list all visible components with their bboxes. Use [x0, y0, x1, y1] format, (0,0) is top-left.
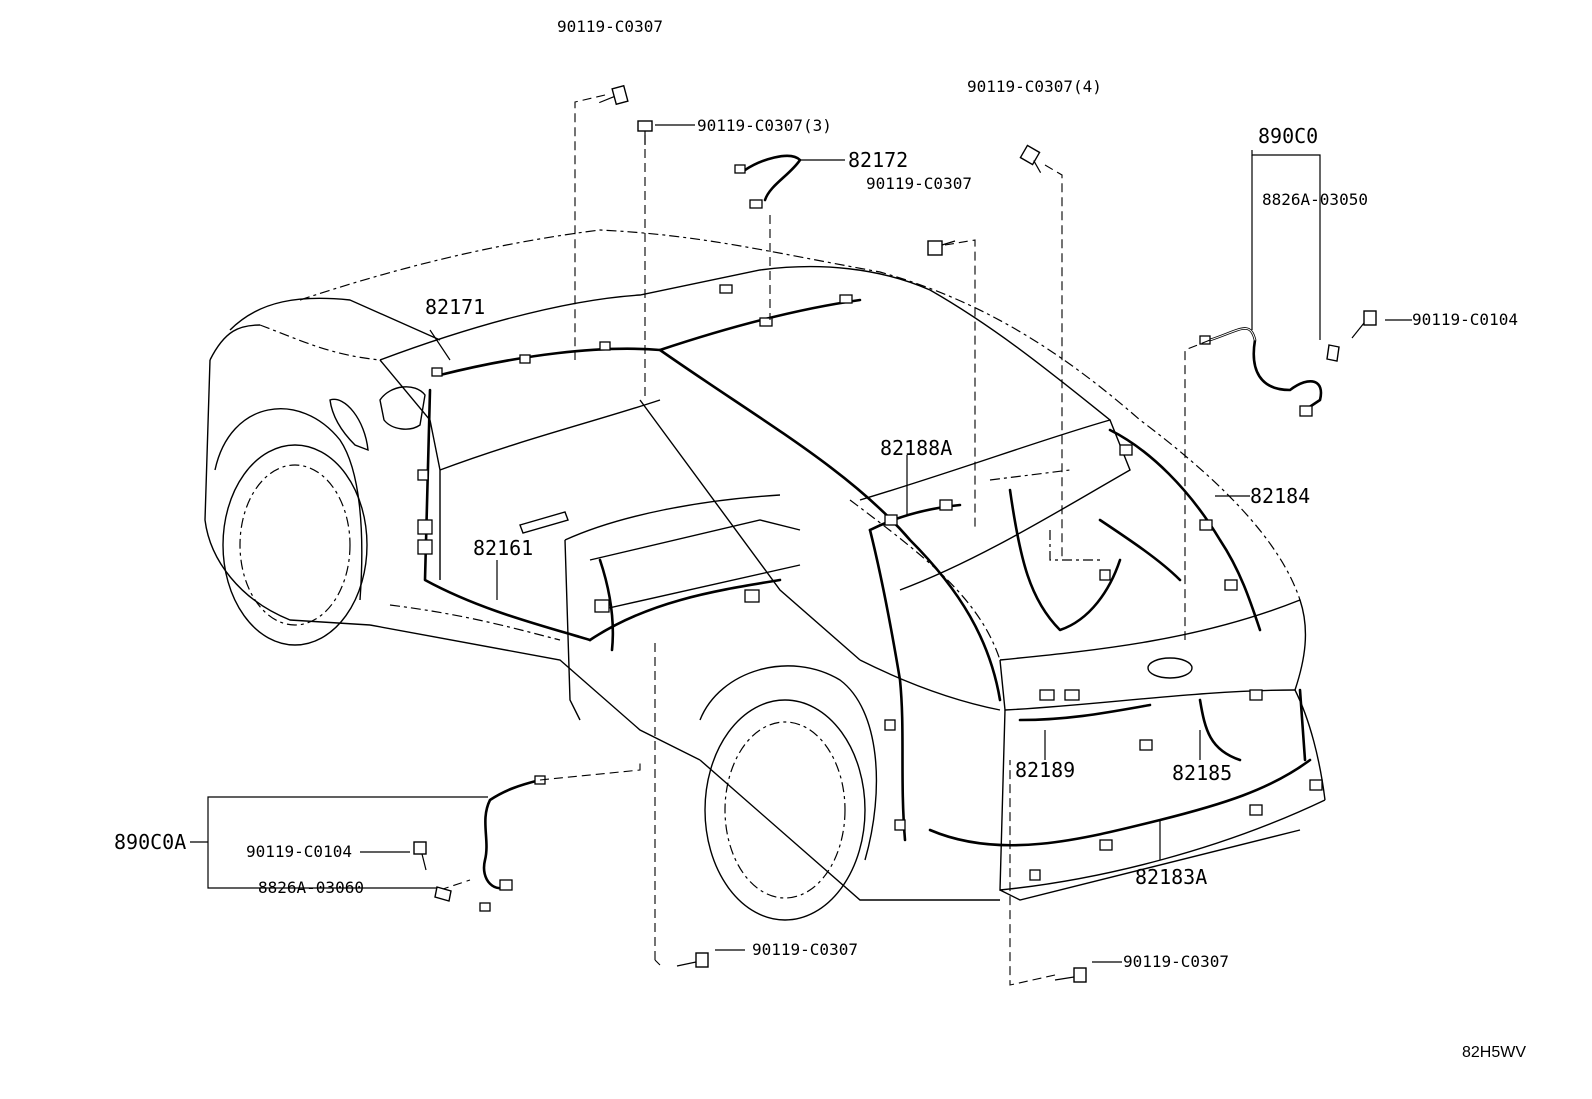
bracket-icon	[434, 886, 452, 902]
label-harness-82172: 82172	[848, 148, 908, 172]
bolt-icon	[413, 841, 427, 871]
label-bolt-bottom-right: 90119-C0307	[1123, 952, 1229, 971]
bolt-icon	[637, 120, 653, 145]
label-bolt-center: 90119-C0307	[866, 174, 972, 193]
label-harness-82161: 82161	[473, 536, 533, 560]
label-bolt-c0104-right: 90119-C0104	[1412, 310, 1518, 329]
label-bolt-c0104-left: 90119-C0104	[246, 842, 352, 861]
bolt-icon	[1351, 310, 1377, 339]
wire-harness-routes	[423, 154, 1323, 890]
bolt-icons	[413, 84, 1377, 983]
label-harness-82188a: 82188A	[880, 436, 952, 460]
label-bolt-top-right-4: 90119-C0307(4)	[967, 77, 1102, 96]
label-harness-82171: 82171	[425, 295, 485, 319]
label-harness-82185: 82185	[1172, 761, 1232, 785]
label-harness-82189: 82189	[1015, 758, 1075, 782]
label-bracket-8826a-03060: 8826A-03060	[258, 878, 364, 897]
label-bracket-8826a-03050: 8826A-03050	[1262, 190, 1368, 209]
label-bolt-top-left: 90119-C0307	[557, 17, 663, 36]
label-sensor-890c0: 890C0	[1258, 124, 1318, 148]
bolt-icon	[599, 84, 629, 106]
bolt-icon	[1019, 144, 1042, 173]
bolt-icon	[927, 240, 956, 256]
label-harness-82183a: 82183A	[1135, 865, 1207, 889]
harness-connectors	[417, 164, 1323, 912]
label-leader-lines	[190, 124, 1412, 963]
label-bolt-top-left-3: 90119-C0307(3)	[697, 116, 832, 135]
part-number-labels: 90119-C0307 90119-C0307(3) 82172 90119-C…	[114, 17, 1526, 1061]
bolt-icon	[1054, 967, 1087, 983]
diagram-code: 82H5WV	[1462, 1044, 1526, 1061]
label-bolt-bottom-center: 90119-C0307	[752, 940, 858, 959]
vehicle-body-outline	[204, 229, 1326, 921]
label-harness-82184: 82184	[1250, 484, 1310, 508]
bolt-icon	[676, 952, 709, 968]
installation-guide-lines	[439, 94, 1211, 986]
bracket-icon	[1326, 344, 1340, 362]
label-sensor-890c0a: 890C0A	[114, 830, 186, 854]
